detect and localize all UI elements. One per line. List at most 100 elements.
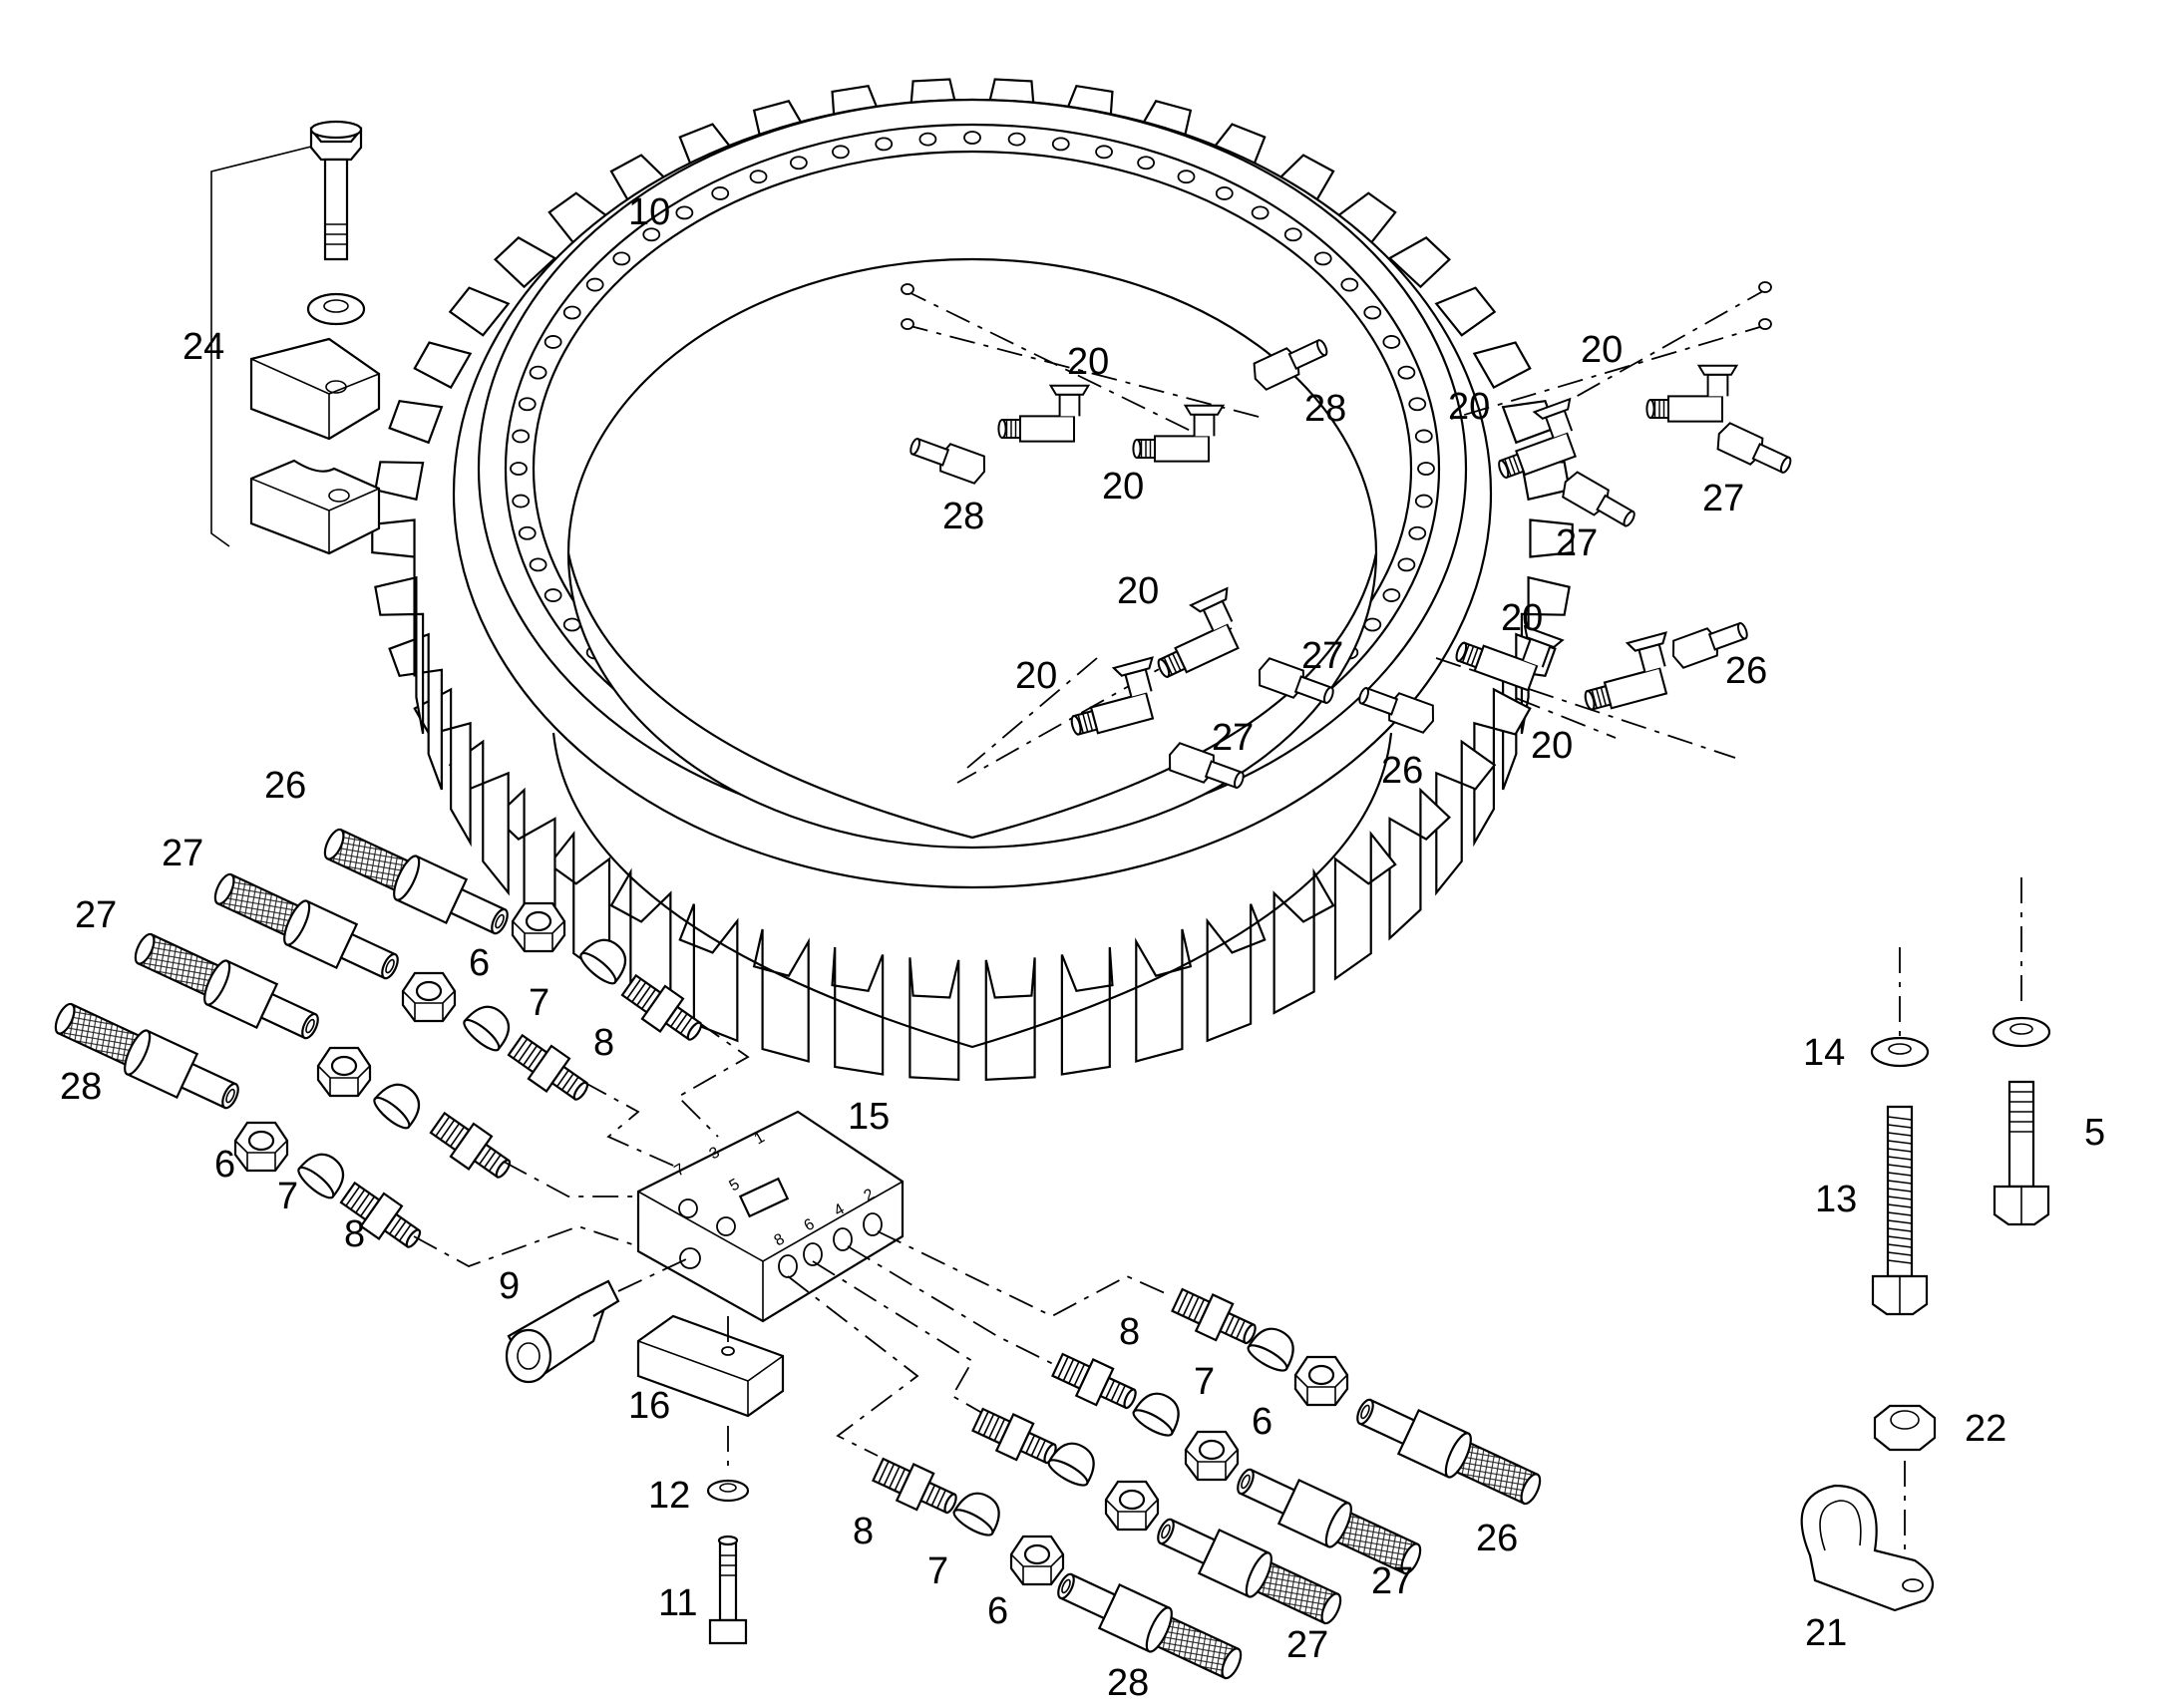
hex-nut-icon — [1184, 1430, 1240, 1482]
gear-tooth — [831, 946, 885, 1076]
gear-tooth — [1435, 739, 1497, 896]
callout-7: 7 — [927, 1550, 948, 1592]
callout-6: 6 — [1252, 1401, 1272, 1443]
bolt-hole — [1414, 429, 1433, 444]
gear-tooth — [1473, 687, 1532, 848]
hose-icon — [1348, 1386, 1549, 1516]
washer-icon — [706, 1479, 750, 1503]
bolt-hole — [749, 170, 768, 184]
bolt-hole — [1313, 251, 1332, 266]
callout-26: 26 — [1381, 750, 1423, 792]
hex-bolt-icon — [708, 1535, 748, 1645]
bolt-hole — [1417, 462, 1435, 476]
callout-20: 20 — [1448, 386, 1490, 428]
hex-nut-icon — [1009, 1535, 1065, 1586]
gear-tooth — [908, 957, 960, 1082]
callout-27: 27 — [75, 894, 117, 936]
bolt-hole — [1397, 365, 1416, 380]
bolt-hole — [1283, 227, 1302, 242]
nipple-icon — [869, 1450, 964, 1525]
callout-10: 10 — [628, 191, 670, 233]
bolt-hole — [1007, 132, 1026, 147]
callouts: 10 24 20 20 20 20 20 20 20 20 28 28 27 2… — [60, 191, 2105, 1704]
callout-16: 16 — [628, 1385, 670, 1427]
gear-tooth — [1520, 575, 1571, 735]
callout-6: 6 — [214, 1144, 235, 1186]
bolt-hole — [562, 305, 581, 320]
callout-28: 28 — [60, 1066, 102, 1108]
callout-20: 20 — [1067, 341, 1109, 383]
hex-bolt-icon — [309, 120, 363, 261]
bolt-hole — [1363, 305, 1382, 320]
bolt-hole — [832, 145, 850, 160]
gear-tooth — [984, 957, 1036, 1082]
bolt-hole — [1363, 617, 1382, 632]
gear-tooth — [1434, 286, 1497, 337]
callout-6: 6 — [987, 1590, 1008, 1632]
callout-27: 27 — [1702, 478, 1744, 519]
gear-tooth — [1333, 831, 1397, 981]
gear-tooth — [1206, 903, 1267, 1043]
bolt-hole — [1382, 588, 1401, 602]
callout-27: 27 — [1371, 1560, 1413, 1602]
gear-tooth — [678, 903, 739, 1043]
tee-fitting-icon — [1573, 631, 1682, 716]
spacer-icon — [636, 1314, 785, 1466]
callout-27: 27 — [1556, 522, 1598, 564]
callout-20: 20 — [1102, 466, 1144, 508]
callout-8: 8 — [344, 1213, 365, 1255]
callout-20: 20 — [1117, 570, 1159, 612]
bolt-hole — [963, 131, 981, 145]
callout-13: 13 — [1815, 1179, 1857, 1220]
callout-28: 28 — [1304, 388, 1346, 430]
bolt-hole — [1414, 494, 1433, 509]
callout-28: 28 — [1107, 1662, 1149, 1704]
callout-21: 21 — [1805, 1612, 1847, 1654]
callout-20: 20 — [1501, 597, 1543, 639]
bolt-hole — [1251, 205, 1270, 220]
callout-8: 8 — [593, 1022, 614, 1064]
cap-icon — [949, 1484, 1009, 1541]
callout-11: 11 — [658, 1582, 697, 1624]
nipple-icon — [1168, 1280, 1264, 1355]
callout-5: 5 — [2084, 1112, 2105, 1154]
nipple-icon — [1048, 1345, 1144, 1420]
callout-20: 20 — [1581, 329, 1623, 371]
bolt-hole — [529, 557, 547, 572]
bolt-hole — [1408, 397, 1427, 412]
bolt-hole — [612, 251, 631, 266]
bolt-hole — [562, 617, 581, 632]
gear-tooth — [1529, 518, 1574, 558]
ring-fittings — [901, 281, 1797, 796]
callout-26: 26 — [1725, 650, 1767, 692]
callout-15: 15 — [848, 1096, 890, 1138]
callout-9: 9 — [499, 1265, 520, 1307]
bolt-hole — [711, 186, 730, 200]
callout-24: 24 — [182, 326, 224, 368]
callout-8: 8 — [1119, 1311, 1140, 1353]
bolt-hole — [1340, 277, 1359, 292]
bolt-hole — [875, 137, 894, 152]
gear-tooth — [374, 461, 425, 502]
bolt-hole — [529, 365, 547, 380]
bolt-hole — [918, 132, 937, 147]
gear-tooth — [1060, 946, 1114, 1076]
bolt-hole — [1095, 145, 1113, 160]
gear-tooth — [388, 632, 443, 791]
tee-fitting-icon — [1645, 364, 1738, 423]
bolt-hole — [1215, 186, 1234, 200]
callout-20: 20 — [1531, 725, 1573, 767]
gear-tooth — [752, 928, 810, 1063]
callout-26: 26 — [264, 765, 306, 807]
hex-nut-icon — [316, 1046, 372, 1098]
callout-7: 7 — [1194, 1361, 1215, 1403]
bolt-hole — [512, 429, 531, 444]
callout-28: 28 — [942, 496, 984, 537]
callout-7: 7 — [529, 982, 549, 1024]
lower-hose-group — [787, 1230, 1549, 1690]
bolt-hole — [1051, 137, 1070, 152]
hex-nut-icon — [401, 971, 457, 1023]
bolt-hole — [518, 397, 537, 412]
bolt-hole — [1408, 525, 1427, 540]
